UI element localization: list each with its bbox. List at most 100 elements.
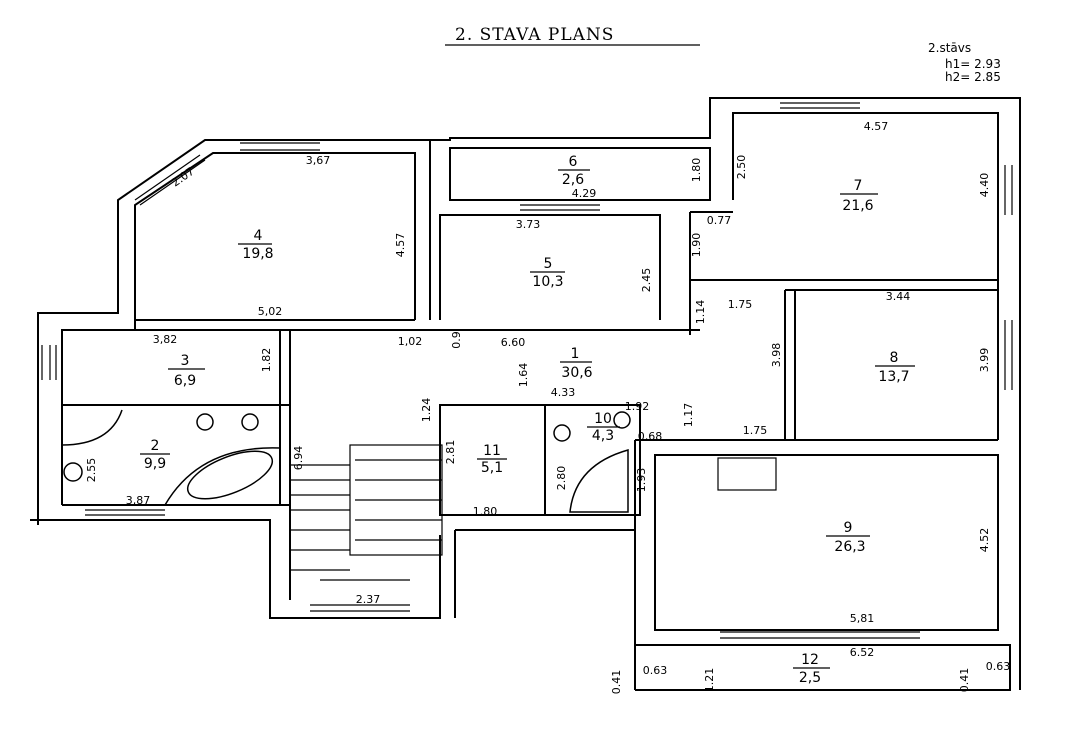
svg-text:1.75: 1.75: [743, 424, 768, 437]
svg-text:4,3: 4,3: [592, 428, 614, 444]
svg-text:0,68: 0,68: [638, 430, 663, 443]
svg-text:9: 9: [844, 520, 853, 536]
svg-text:6: 6: [569, 154, 578, 170]
bathtub-icon: [186, 450, 274, 500]
svg-text:11: 11: [483, 443, 501, 459]
room-10: 104,3: [587, 411, 620, 444]
svg-text:3.98: 3.98: [770, 343, 783, 368]
svg-text:3,67: 3,67: [306, 154, 331, 167]
sink-icon: [241, 413, 259, 431]
svg-text:0.9: 0.9: [450, 331, 463, 349]
room-9: 926,3: [826, 520, 870, 555]
svg-text:8: 8: [890, 350, 899, 366]
fixtures: [61, 409, 777, 513]
svg-text:1.24: 1.24: [420, 398, 433, 423]
svg-text:3,87: 3,87: [126, 494, 151, 507]
svg-text:0.77: 0.77: [707, 214, 732, 227]
sink-icon: [63, 462, 83, 482]
svg-text:4.52: 4.52: [978, 528, 991, 553]
svg-text:1.14: 1.14: [694, 300, 707, 325]
floor-label: 2.stāvs: [928, 41, 971, 55]
svg-text:1.75: 1.75: [728, 298, 753, 311]
svg-text:26,3: 26,3: [834, 539, 865, 555]
svg-text:4.40: 4.40: [978, 173, 991, 198]
svg-text:1.90: 1.90: [690, 233, 703, 258]
svg-text:1.80: 1.80: [690, 158, 703, 183]
room-12: 122,5: [793, 652, 830, 686]
svg-text:1.64: 1.64: [517, 363, 530, 388]
svg-text:12: 12: [801, 652, 819, 668]
svg-text:21,6: 21,6: [842, 198, 873, 214]
svg-text:4.29: 4.29: [572, 187, 597, 200]
plan-title: 2. STAVA PLANS: [455, 25, 614, 45]
room-1: 130,6: [560, 346, 593, 381]
svg-text:9,9: 9,9: [144, 456, 166, 472]
svg-text:0.63: 0.63: [986, 660, 1011, 673]
svg-text:1.80: 1.80: [473, 505, 498, 518]
toilet-icon: [613, 411, 631, 429]
room-4: 419,8: [238, 228, 274, 262]
stair-hatch-icon: [717, 457, 777, 491]
svg-text:6.52: 6.52: [850, 646, 875, 659]
svg-text:5: 5: [544, 256, 553, 272]
svg-text:5,02: 5,02: [258, 305, 283, 318]
svg-text:3.99: 3.99: [978, 348, 991, 373]
svg-text:5,1: 5,1: [481, 460, 503, 476]
svg-text:13,7: 13,7: [878, 369, 909, 385]
svg-text:7: 7: [854, 178, 863, 194]
room-3: 36,9: [168, 353, 205, 389]
sink-icon: [553, 424, 571, 442]
svg-text:1: 1: [571, 346, 580, 362]
svg-text:4.57: 4.57: [864, 120, 889, 133]
svg-text:10,3: 10,3: [532, 274, 563, 290]
window-marks: [41, 102, 1013, 639]
svg-text:4.57: 4.57: [394, 233, 407, 258]
shower-door-icon: [61, 409, 123, 446]
svg-text:3: 3: [181, 353, 190, 369]
svg-text:1,02: 1,02: [398, 335, 423, 348]
svg-text:6.94: 6.94: [292, 446, 305, 471]
svg-text:1.92: 1.92: [625, 400, 650, 413]
svg-text:10: 10: [594, 411, 612, 427]
bathtub-outline: [164, 447, 281, 506]
svg-text:2: 2: [151, 438, 160, 454]
svg-text:2,5: 2,5: [799, 670, 821, 686]
svg-text:3,82: 3,82: [153, 333, 178, 346]
room-11: 115,1: [477, 443, 507, 476]
svg-text:2.55: 2.55: [85, 458, 98, 483]
svg-text:1.82: 1.82: [260, 348, 273, 373]
svg-text:19,8: 19,8: [242, 246, 273, 262]
svg-text:2.37: 2.37: [356, 593, 381, 606]
svg-text:30,6: 30,6: [561, 365, 592, 381]
svg-text:1.21: 1.21: [703, 668, 716, 693]
svg-text:5,81: 5,81: [850, 612, 875, 625]
room-2: 29,9: [140, 438, 170, 472]
svg-text:4: 4: [254, 228, 263, 244]
svg-text:4.33: 4.33: [551, 386, 576, 399]
svg-text:2.81: 2.81: [444, 440, 457, 465]
svg-text:2,6: 2,6: [562, 172, 584, 188]
ceiling-height-2: h2= 2.85: [945, 70, 1001, 84]
svg-text:6,9: 6,9: [174, 373, 196, 389]
room-7: 721,6: [840, 178, 878, 214]
shower-icon: [569, 449, 629, 513]
room-labels: 130,6 29,9 36,9 419,8 510,3 62,6 721,6 8…: [140, 154, 915, 686]
svg-text:0.41: 0.41: [610, 670, 623, 695]
svg-text:1.93: 1.93: [635, 468, 648, 493]
svg-text:3.73: 3.73: [516, 218, 541, 231]
svg-text:6.60: 6.60: [501, 336, 526, 349]
svg-text:1.17: 1.17: [682, 403, 695, 428]
svg-text:0.41: 0.41: [958, 668, 971, 693]
ceiling-height-1: h1= 2.93: [945, 57, 1001, 71]
svg-text:3.44: 3.44: [886, 290, 911, 303]
toilet-icon: [196, 413, 214, 431]
svg-text:0.63: 0.63: [643, 664, 668, 677]
room-8: 813,7: [875, 350, 915, 385]
svg-text:2.80: 2.80: [555, 466, 568, 491]
svg-text:2.50: 2.50: [735, 155, 748, 180]
svg-text:2.45: 2.45: [640, 268, 653, 293]
room-5: 510,3: [530, 256, 565, 290]
walls: [30, 97, 1021, 691]
room-6: 62,6: [558, 154, 590, 188]
